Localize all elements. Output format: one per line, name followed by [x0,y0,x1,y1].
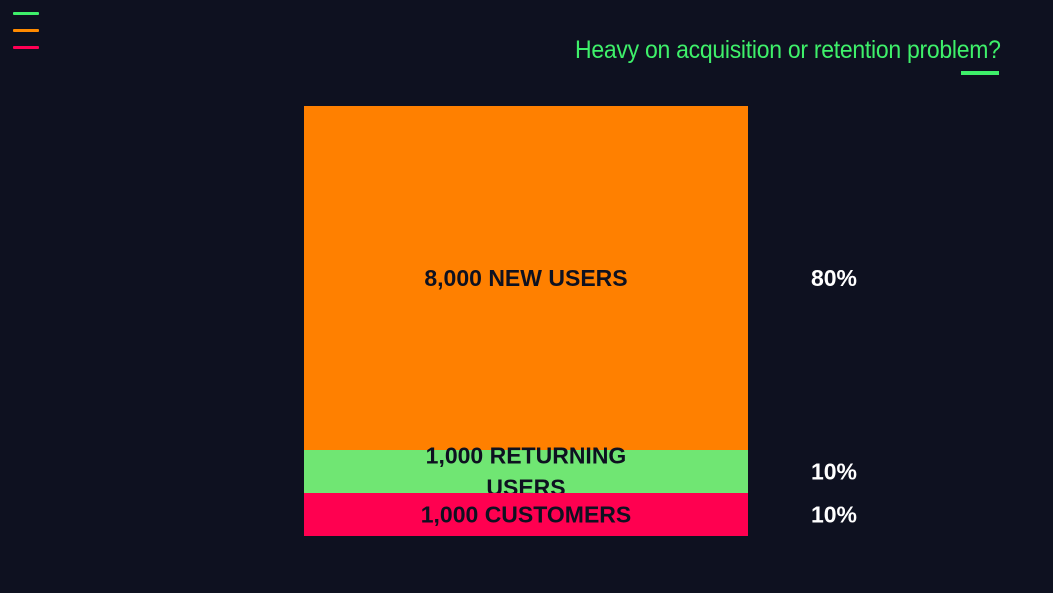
percent-label-1: 10% [811,459,857,485]
menu-bar-bottom [13,46,39,49]
percent-label-2: 10% [811,502,857,528]
bar-segment-0 [304,106,748,450]
menu-bar-top [13,12,39,15]
title-underline [961,71,999,75]
percent-label-0: 80% [811,265,857,291]
page-title: Heavy on acquisition or retention proble… [575,36,1001,64]
bar-segment-2 [304,493,748,536]
menu-bar-middle [13,29,39,32]
bar-segment-label-2: 1,000 CUSTOMERS [421,502,631,528]
bar-segment-1 [304,450,748,493]
menu-icon[interactable] [13,12,39,52]
bar-segment-label-0: 8,000 NEW USERS [424,265,627,291]
